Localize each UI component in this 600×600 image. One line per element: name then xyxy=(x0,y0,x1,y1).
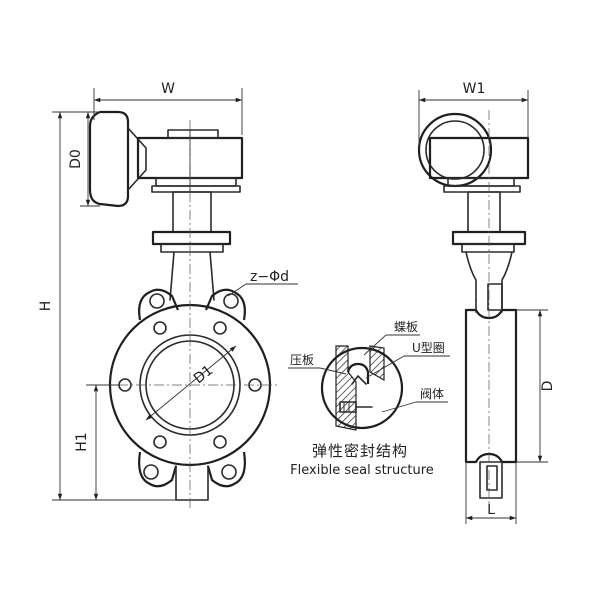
label-u-ring: U型圈 xyxy=(412,341,445,355)
front-view xyxy=(88,110,280,510)
dim-label-h: H xyxy=(38,301,54,312)
dim-label-d1: D1 xyxy=(191,362,216,387)
dim-label-l: L xyxy=(487,502,495,518)
front-dimensions: W D0 H H1 D1 z−Φd xyxy=(38,81,298,501)
dim-label-w1: W1 xyxy=(463,81,486,97)
side-dimensions: W1 D L xyxy=(418,81,556,524)
dim-label-d: D xyxy=(540,381,556,392)
label-pressure-plate: 压板 xyxy=(290,353,314,367)
caption-cn: 弹性密封结构 xyxy=(312,442,408,460)
dim-label-d0: D0 xyxy=(68,149,84,169)
valve-neck xyxy=(151,191,232,301)
label-disc: 蝶板 xyxy=(394,319,418,334)
seal-detail: 蝶板 压板 U型圈 阀体 xyxy=(288,319,450,431)
label-body: 阀体 xyxy=(420,387,444,401)
lower-lugs xyxy=(138,451,246,501)
side-view xyxy=(417,110,530,510)
dim-label-w: W xyxy=(161,81,175,97)
dim-label-h1: H1 xyxy=(74,432,90,451)
dim-label-bolt-holes: z−Φd xyxy=(250,269,289,285)
detail-circle xyxy=(320,346,404,430)
caption-en: Flexible seal structure xyxy=(290,463,434,478)
